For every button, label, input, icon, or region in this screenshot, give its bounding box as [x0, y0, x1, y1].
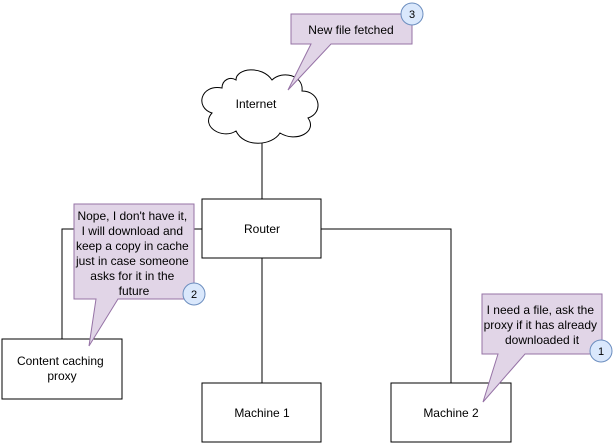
router-label: Router [244, 222, 280, 236]
proxy-label-line: Content caching [17, 354, 104, 368]
internet-label: Internet [236, 97, 277, 111]
step-badge-1-label: 1 [598, 346, 604, 358]
callout-proxy-reply-text: Nope, I don't have it, I will download a… [75, 209, 192, 298]
step-badge-3-label: 3 [409, 9, 415, 21]
router-box [201, 198, 322, 259]
machine2-label: Machine 2 [423, 406, 479, 420]
callout-line: keep a copy in cache [76, 239, 189, 253]
machine1-node: Machine 1 [201, 382, 322, 443]
router-node: Router [201, 198, 322, 259]
callout-request-shape [481, 293, 603, 403]
step-badge-3 [400, 2, 424, 26]
callout-fetched-text: New file fetched [308, 23, 393, 37]
callout-line: proxy if it has already [484, 318, 597, 332]
proxy-label: Content caching proxy [17, 354, 107, 383]
step-badge-2-label: 2 [191, 289, 197, 301]
callout-request: I need a file, ask the proxy if it has a… [481, 293, 613, 403]
machine1-label: Machine 1 [234, 406, 290, 420]
callout-request-text: I need a file, ask the proxy if it has a… [484, 303, 601, 347]
callout-line: I will download and [82, 224, 183, 238]
proxy-node: Content caching proxy [1, 338, 123, 400]
callout-line: I need a file, ask the [487, 303, 595, 317]
step-badge-2 [182, 282, 206, 306]
callout-line: downloaded it [505, 333, 580, 347]
machine2-node: Machine 2 [390, 382, 512, 443]
connector-router-machine2 [321, 228, 452, 383]
callout-fetched: New file fetched 3 [287, 2, 424, 91]
callout-line: Nope, I don't have it, [77, 209, 187, 223]
callout-line: asks for it in the [90, 269, 174, 283]
callout-line: future [119, 284, 150, 298]
callout-line: just in case someone [75, 254, 189, 268]
step-badge-1 [589, 339, 613, 363]
proxy-label-line: proxy [47, 369, 76, 383]
callout-proxy-reply: Nope, I don't have it, I will download a… [73, 203, 206, 347]
callout-proxy-reply-shape [73, 203, 195, 347]
internet-node: Internet [201, 69, 319, 144]
machine1-box [201, 382, 322, 443]
proxy-box [1, 338, 123, 400]
